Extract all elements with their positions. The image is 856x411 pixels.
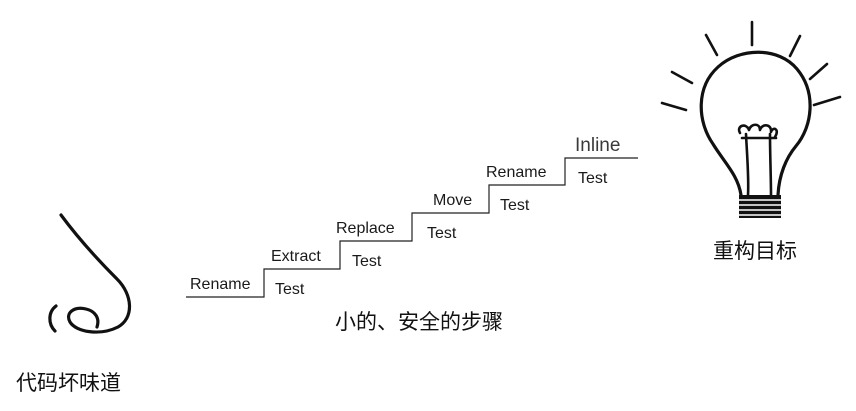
steps-group: Rename Test Extract Test Replace Test Mo… xyxy=(190,135,620,298)
step-1-test: Test xyxy=(275,281,305,298)
step-2-action: Extract xyxy=(271,248,321,265)
steps-caption: 小的、安全的步骤 xyxy=(335,310,503,334)
lightbulb-icon xyxy=(660,20,842,218)
nose-icon xyxy=(48,213,132,334)
step-6-action: Inline xyxy=(575,135,620,156)
step-5-test: Test xyxy=(578,170,608,187)
step-4-action: Move xyxy=(433,192,472,209)
goal-label: 重构目标 xyxy=(713,239,797,263)
step-3-action: Replace xyxy=(336,220,395,237)
step-5-action: Rename xyxy=(486,164,547,181)
step-2-test: Test xyxy=(352,253,382,270)
step-3-test: Test xyxy=(427,225,457,242)
bulb-base-icon xyxy=(739,195,781,218)
step-4-test: Test xyxy=(500,197,530,214)
smell-label: 代码坏味道 xyxy=(16,371,121,395)
step-1-action: Rename xyxy=(190,276,251,293)
staircase-line xyxy=(186,157,638,298)
